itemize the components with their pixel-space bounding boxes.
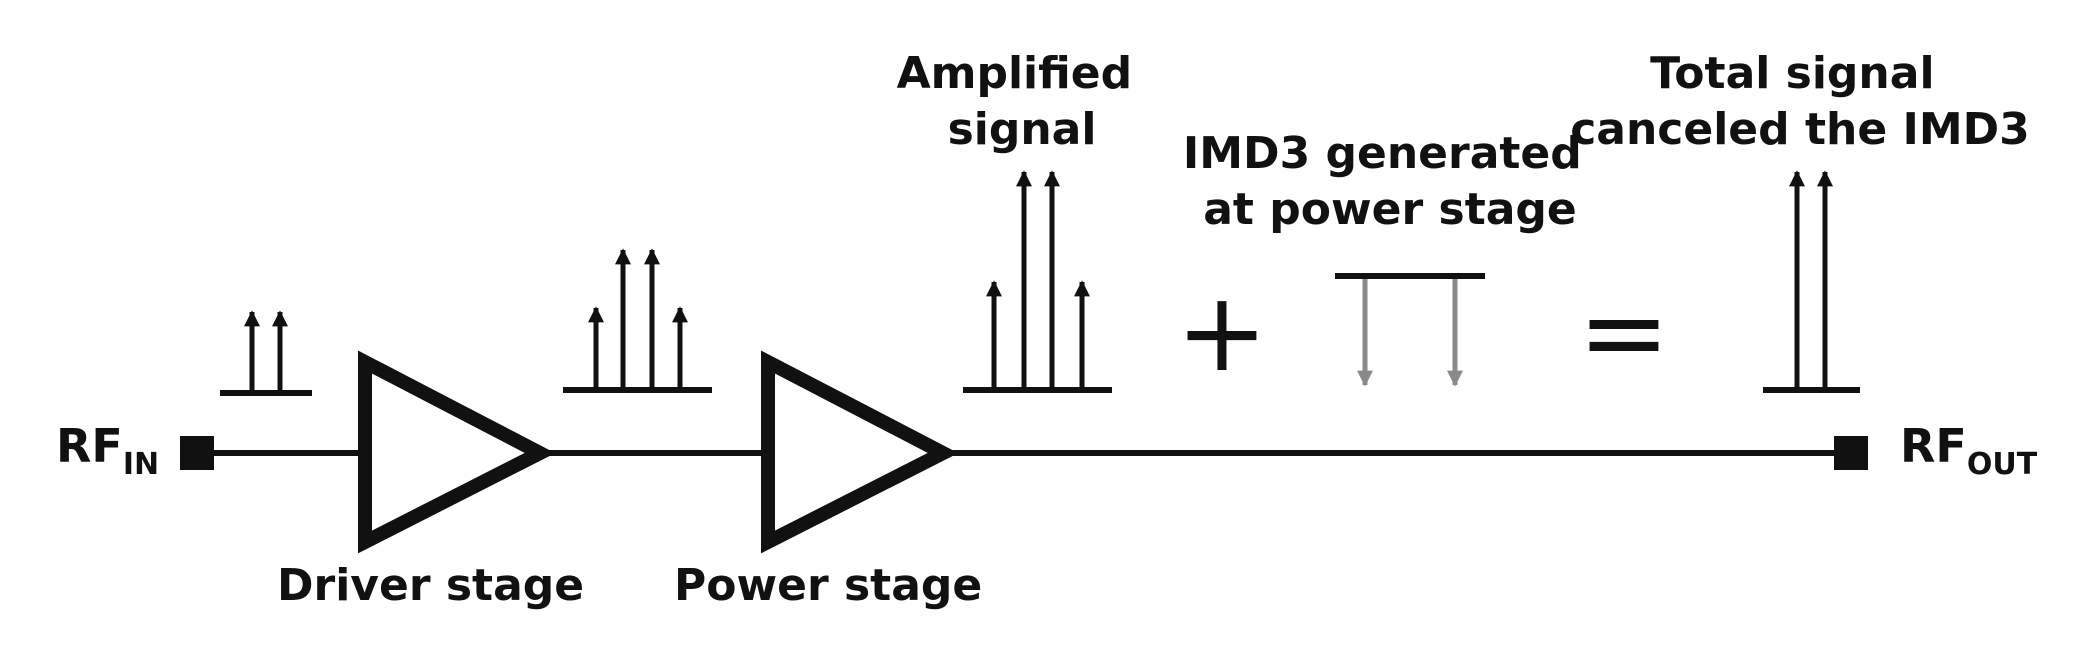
driver-stage-label: Driver stage: [277, 560, 584, 611]
driver-output-spectrum: [563, 248, 712, 393]
rf-in-label: RFIN: [56, 419, 159, 482]
plus-operator: +: [1176, 268, 1268, 396]
imd3-label: IMD3 generated at power stage: [1183, 128, 1597, 235]
power-stage-label: Power stage: [674, 560, 982, 611]
amplified-signal-label: Amplified signal: [897, 48, 1148, 155]
power-stage-triangle: [761, 350, 959, 554]
imd3-cancel-spectrum: [1335, 273, 1485, 387]
total-spectrum: [1763, 170, 1860, 393]
input-spectrum: [220, 310, 312, 396]
equals-operator: =: [1578, 268, 1670, 396]
rf-in-port: [180, 436, 214, 470]
total-signal-label: Total signal canceled the IMD3: [1570, 48, 2030, 155]
rf-out-port: [1834, 436, 1868, 470]
driver-stage-triangle: [358, 350, 556, 554]
amplified-spectrum: [963, 170, 1112, 393]
rf-out-label: RFOUT: [1900, 419, 2038, 482]
